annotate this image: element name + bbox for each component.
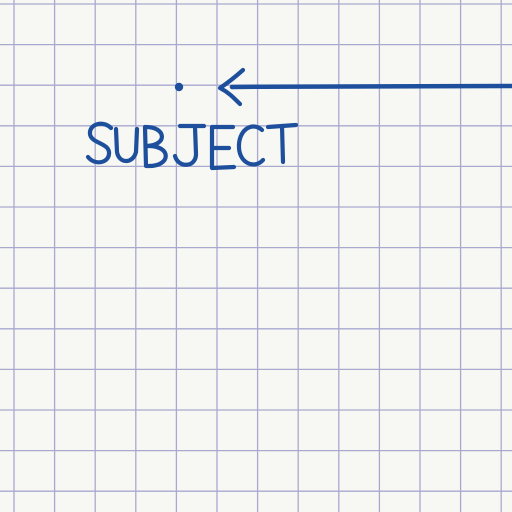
subject-dot (174, 82, 184, 92)
subject-handwriting (85, 121, 299, 171)
arrow-icon (217, 67, 512, 107)
arrow-head (217, 67, 246, 107)
arrow-shaft (229, 83, 512, 90)
